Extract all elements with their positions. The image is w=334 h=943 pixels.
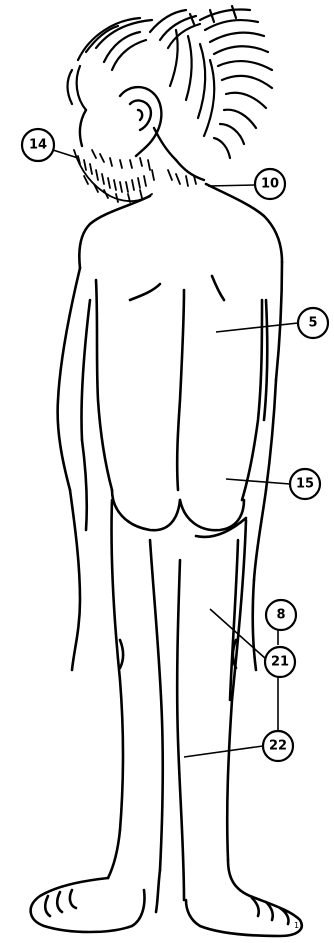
callout-15-label: 15 <box>296 477 314 492</box>
callout-8: 8 <box>266 600 296 630</box>
callout-14-label: 14 <box>29 138 47 153</box>
callout-10: 10 <box>255 169 285 199</box>
leader-line-5 <box>216 323 298 332</box>
callout-8-label: 8 <box>276 608 285 623</box>
callout-5: 5 <box>298 308 328 338</box>
hair-illustration <box>68 6 273 158</box>
leader-line-21 <box>210 609 266 659</box>
callout-14: 14 <box>22 129 54 161</box>
callout-21: 21 <box>265 647 295 677</box>
callout-leader-lines <box>53 150 298 757</box>
callout-5-label: 5 <box>308 316 317 331</box>
corner-mark: 1 <box>294 921 299 930</box>
body-outline-illustration <box>31 184 302 936</box>
leader-line-15 <box>226 479 290 484</box>
callout-22: 22 <box>263 731 293 761</box>
callout-10-label: 10 <box>261 177 279 192</box>
callout-21-label: 21 <box>271 655 289 670</box>
leader-line-10 <box>208 185 255 186</box>
beard-illustration <box>74 150 196 202</box>
leader-line-22 <box>184 746 263 757</box>
callout-15: 15 <box>290 469 320 499</box>
callout-22-label: 22 <box>269 739 287 754</box>
